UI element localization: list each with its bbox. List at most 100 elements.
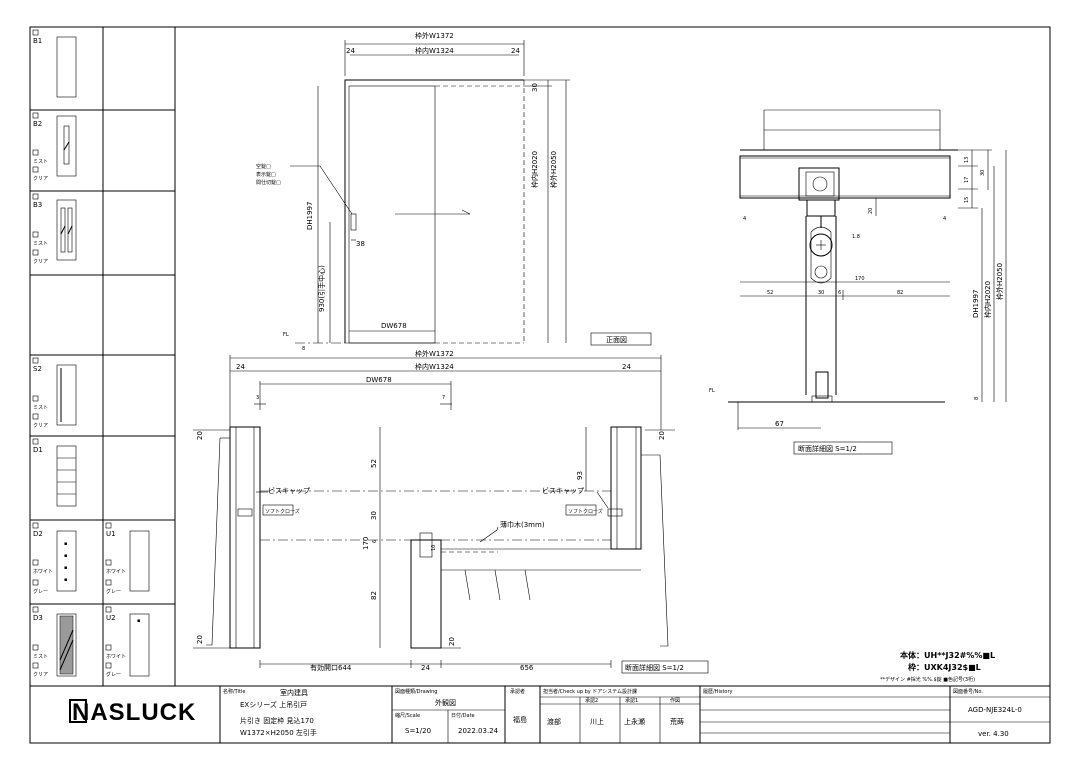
dim-inner-width: 枠内W1324 <box>415 46 454 55</box>
scale-header: 縮尺/Scale <box>395 712 420 719</box>
dim-outer-height: 枠外H2050 <box>995 263 1004 300</box>
type-u1[interactable]: U1 ホワイト グレー <box>105 522 150 595</box>
dim-floor-gap: 8 <box>302 346 305 352</box>
dim-13: 13 <box>964 157 970 163</box>
handle-option[interactable]: 間仕切錠□ <box>256 179 281 186</box>
color-option: グレー <box>106 588 121 595</box>
dim-6: 6 <box>372 540 378 543</box>
dim-656: 656 <box>520 664 534 672</box>
approver-name: 渡部 <box>547 717 561 726</box>
dim-20-right: 20 <box>658 431 666 440</box>
soft-close-tag-right: ソフトクローズ <box>568 508 603 515</box>
dim-margin-left: 24 <box>236 363 245 371</box>
brand-logo: NASLUCK <box>72 699 196 726</box>
scale-value: S=1/20 <box>405 727 431 735</box>
glass-option: ミスト <box>33 159 48 165</box>
dim-opening: 有効開口644 <box>310 663 352 672</box>
glass-option: クリア <box>33 423 48 429</box>
dim-82: 82 <box>370 591 378 600</box>
title-name-1: 室内建具 <box>280 688 308 697</box>
glass-option: ミスト <box>33 405 48 411</box>
type-u2[interactable]: U2 ホワイト グレー ▪ <box>105 606 150 678</box>
dim-handle-height: 930(引手中心) <box>317 265 326 312</box>
dim-inner-width: 枠内W1324 <box>415 362 454 371</box>
veneer-label: 薄巾木(3mm) <box>500 520 545 529</box>
type-code: U1 <box>106 530 116 538</box>
company-name: 福島 <box>513 715 527 724</box>
company-header: 承認者 <box>510 688 525 695</box>
dim-dw: DW678 <box>366 376 392 384</box>
type-code: D3 <box>33 614 43 622</box>
type-b2[interactable]: B2 ミスト クリア <box>32 112 77 182</box>
dim-6: 6 <box>838 290 841 296</box>
dim-outer-height: 枠外H2050 <box>549 151 558 188</box>
svg-text:▪: ▪ <box>137 618 140 624</box>
drawing-type: 外観図 <box>435 698 456 707</box>
spec-body: 本体：UH**J32#%%■L <box>899 650 995 660</box>
dim-20-bottom: 20 <box>196 635 204 644</box>
glass-option: ミスト <box>33 654 48 660</box>
dim-20: 20 <box>196 431 204 440</box>
approver-name: 荒蒔 <box>670 717 684 726</box>
dim-4-left: 4 <box>743 216 746 222</box>
screw-cap-label-right: ビスキャップ <box>542 486 584 495</box>
color-option: グレー <box>106 671 121 678</box>
approver-label: 作図 <box>670 697 680 704</box>
type-code: U2 <box>106 614 116 622</box>
dim-17: 17 <box>964 177 970 183</box>
type-code: B1 <box>33 37 42 45</box>
plan-view: 枠外W1372 枠内W1324 24 24 DW678 3 7 20 20 <box>193 349 709 674</box>
approver-label: 承認1 <box>625 697 638 704</box>
dim-dh: DH1997 <box>306 202 314 230</box>
handle-option[interactable]: 表示錠□ <box>256 171 276 178</box>
dim-10: 10 <box>431 545 437 551</box>
title-name-4: W1372×H2050 左引手 <box>240 728 317 737</box>
type-b1[interactable]: B1 <box>32 29 77 98</box>
spec-block: 本体：UH**J32#%%■L 枠：UXK4J32$■L **デザイン #採光 … <box>880 650 995 683</box>
glass-option: クリア <box>33 672 48 678</box>
dim-handle-offset: 38 <box>356 240 365 248</box>
title-block: NASLUCK 名称/Title 室内建具 EXシリーズ 上吊引戸 片引き 固定… <box>30 685 1050 743</box>
floor-mark: FL <box>709 388 715 394</box>
glass-option: ミスト <box>33 241 48 247</box>
drawing-header: 図面種類/Drawing <box>395 688 437 695</box>
dim-3: 3 <box>256 395 259 401</box>
type-code: S2 <box>33 365 42 373</box>
type-code: B2 <box>33 120 42 128</box>
type-b3[interactable]: B3 ミスト クリア <box>32 193 77 265</box>
type-d3[interactable]: D3 ミスト クリア <box>32 606 77 678</box>
section-view-label: 断面詳細図 S=1/2 <box>798 444 857 453</box>
dim-15: 15 <box>964 197 970 203</box>
dim-1-8: 1.8 <box>852 234 860 240</box>
soft-close-tag-left: ソフトクローズ <box>265 508 300 515</box>
type-d2[interactable]: D2 ホワイト グレー ▪▪ ▪▪ <box>32 522 77 595</box>
approver-label: 承認2 <box>585 697 598 704</box>
dim-inner-height: 枠内H2020 <box>983 281 992 318</box>
dim-20: 20 <box>868 208 874 214</box>
dim-outer-width: 枠外W1372 <box>415 31 454 40</box>
dim-margin-left: 24 <box>346 47 355 55</box>
history-header: 履歴/History <box>703 689 733 695</box>
type-d1[interactable]: D1 <box>32 438 77 507</box>
dim-30: 30 <box>370 511 378 520</box>
drawing-no-header: 図面番号/No. <box>953 688 983 695</box>
dim-170: 170 <box>362 537 370 550</box>
section-view: 13 17 15 30 DH1997 枠内H2020 枠外H2050 8 20 … <box>709 109 1007 455</box>
dim-margin-right: 24 <box>511 47 520 55</box>
check-header: 担当者/Check up by ドアシステム設計課 <box>543 688 637 695</box>
dim-inner-height: 枠内H2020 <box>530 151 539 188</box>
screw-cap-label-left: ビスキャップ <box>268 486 310 495</box>
type-s2[interactable]: S2 ミスト クリア <box>32 357 77 429</box>
color-option: ホワイト <box>106 654 126 660</box>
handle-option[interactable]: 空錠□ <box>256 163 271 170</box>
sidebar: B1 B2 ミスト クリア B3 ミスト クリア <box>30 27 176 686</box>
dim-93: 93 <box>576 471 584 480</box>
dim-top-gap: 30 <box>531 83 539 92</box>
dim-outer-width: 枠外W1372 <box>415 349 454 358</box>
dim-67: 67 <box>775 420 784 428</box>
front-view-label: 正面図 <box>606 336 627 344</box>
dim-20-center: 20 <box>448 637 456 646</box>
title-name-3: 片引き 固定枠 見込170 <box>240 716 314 725</box>
dim-52: 52 <box>767 290 773 296</box>
dim-floor-gap: 8 <box>974 397 980 400</box>
